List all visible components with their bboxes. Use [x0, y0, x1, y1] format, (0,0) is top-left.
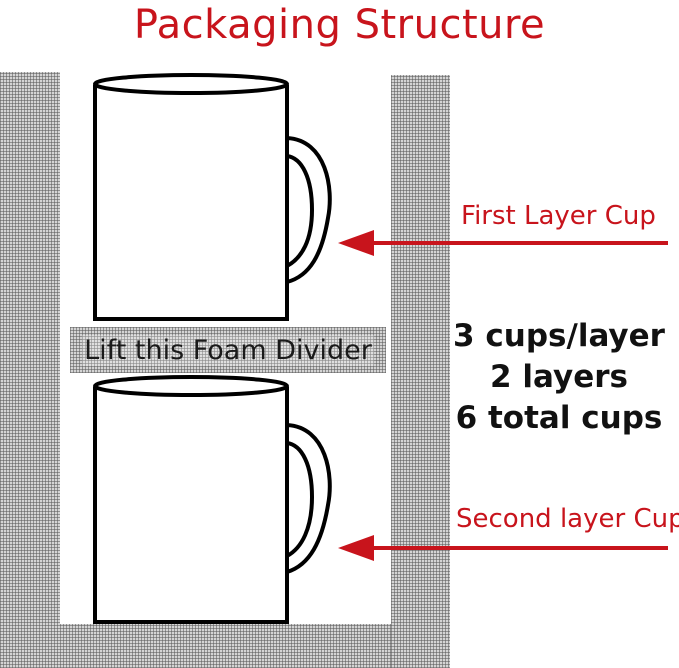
- first-layer-mug: [93, 73, 332, 321]
- first-mug-handle: [285, 136, 332, 284]
- second-mug-handle: [285, 423, 332, 574]
- first-mug-body: [93, 85, 289, 321]
- foam-divider-label: Lift this Foam Divider: [70, 327, 386, 373]
- second-mug-body: [93, 387, 289, 624]
- second-layer-arrow: [338, 535, 668, 561]
- second-layer-mug: [93, 375, 332, 624]
- arrow-head-icon: [338, 535, 374, 561]
- foam-bottom-base: [60, 624, 391, 668]
- foam-divider: [70, 327, 386, 373]
- first-mug-rim: [93, 73, 289, 95]
- page-title: Packaging Structure: [133, 2, 546, 48]
- first-layer-callout: First Layer Cup: [461, 201, 656, 231]
- arrow-head-icon: [338, 230, 374, 256]
- foam-divider-text: Lift this Foam Divider: [82, 334, 374, 366]
- total-cups-text: 6 total cups: [455, 400, 663, 436]
- foam-right-wall: [391, 75, 450, 668]
- cups-per-layer-text: 3 cups/layer: [453, 318, 665, 354]
- layers-count-text: 2 layers: [490, 359, 628, 395]
- second-layer-callout: Second layer Cup: [456, 504, 679, 534]
- foam-left-wall: [0, 72, 60, 668]
- second-mug-rim: [93, 375, 289, 397]
- first-layer-arrow: [338, 230, 668, 256]
